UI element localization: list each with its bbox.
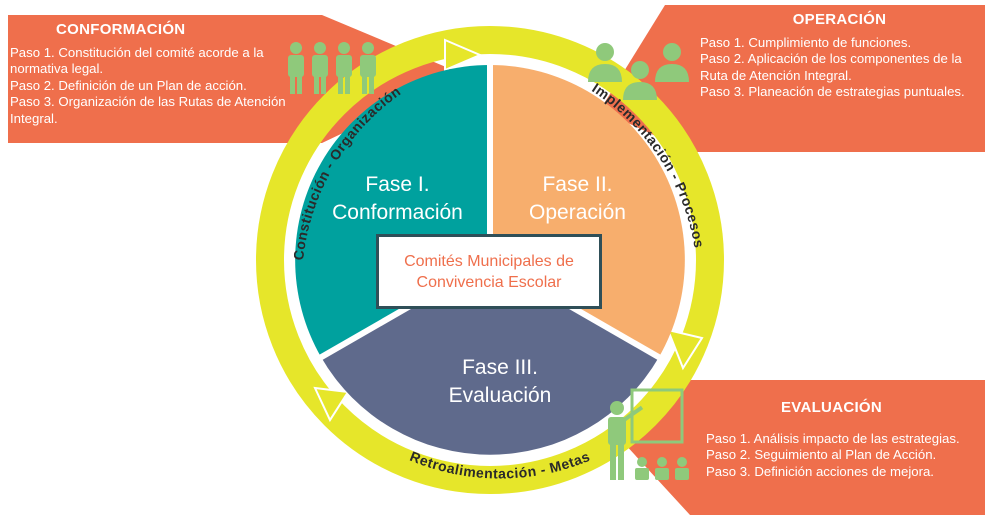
evaluacion-panel-bg — [612, 380, 985, 515]
phase1-label: Fase I. Conformación — [310, 171, 485, 227]
people-group-icon — [288, 42, 376, 94]
center-title-line2: Convivencia Escolar — [416, 273, 562, 291]
phase2-name: Operación — [529, 201, 626, 224]
operacion-panel: OPERACIÓN Paso 1. Cumplimiento de funcio… — [700, 11, 985, 101]
operacion-step: Paso 3. Planeación de estrategias puntua… — [700, 84, 965, 99]
operacion-step: Paso 2. Aplicación de los componentes de… — [700, 51, 962, 83]
conformacion-title: CONFORMACIÓN — [56, 21, 186, 38]
evaluacion-step: Paso 3. Definición acciones de mejora. — [706, 463, 934, 479]
evaluacion-title: EVALUACIÓN — [780, 399, 883, 416]
conformacion-step: Paso 1. Constitución del comité acorde a… — [10, 44, 264, 77]
evaluacion-step: Paso 1. Análisis impacto de las estrateg… — [706, 430, 960, 446]
phase2-label: Fase II. Operación — [500, 171, 655, 227]
team-icon — [588, 43, 689, 100]
conformacion-step: Paso 2. Definición de un Plan de acción. — [10, 77, 247, 93]
phase1-number: Fase I. — [365, 173, 430, 196]
phase3-number: Fase III. — [462, 356, 538, 379]
teacher-board-icon — [608, 388, 689, 480]
ring-arrow-top — [444, 38, 483, 72]
operacion-title: OPERACIÓN — [792, 11, 887, 28]
phase3-name: Evaluación — [448, 384, 552, 407]
operacion-step: Paso 1. Cumplimiento de funciones. — [700, 34, 912, 50]
operacion-panel-bg — [600, 5, 985, 152]
center-title-line1: Comités Municipales de — [404, 252, 574, 270]
cycle-ring — [256, 26, 724, 494]
conformacion-panel: CONFORMACIÓN Paso 1. Constitución del co… — [10, 21, 310, 127]
center-title-box: Comités Municipales de Convivencia Escol… — [376, 234, 602, 309]
phase3-label: Fase III. Evaluación — [400, 354, 600, 410]
phase2-number: Fase II. — [542, 173, 613, 196]
ring-arrow-left — [313, 386, 350, 423]
conformacion-panel-bg — [8, 15, 465, 143]
evaluacion-step: Paso 2. Seguimiento al Plan de Acción. — [706, 447, 937, 462]
ring-arrow-right — [666, 328, 704, 371]
conformacion-step: Paso 3. Organización de las Rutas de Ate… — [10, 94, 286, 126]
phase1-name: Conformación — [332, 201, 463, 224]
evaluacion-panel: EVALUACIÓN Paso 1. Análisis impacto de l… — [706, 399, 981, 480]
